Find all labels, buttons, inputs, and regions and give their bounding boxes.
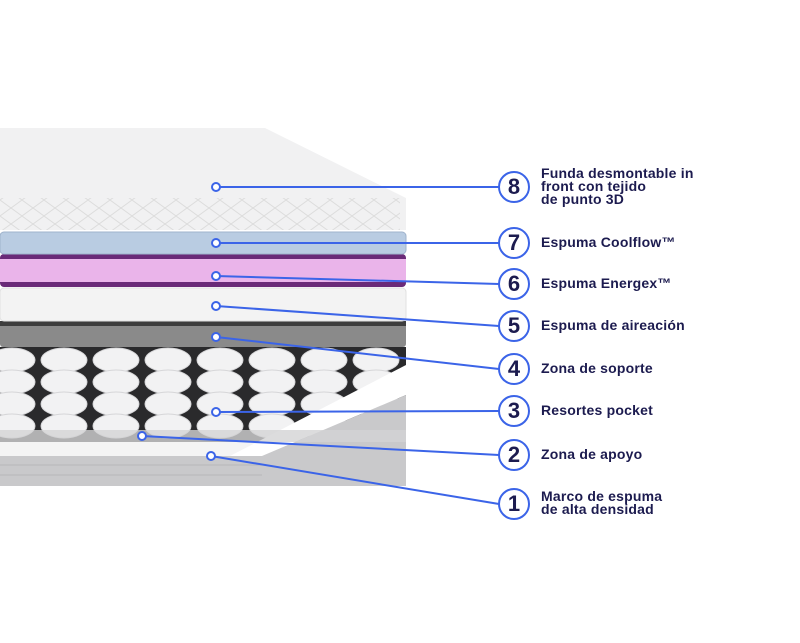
- leader-line: [210, 455, 500, 505]
- leader-line: [215, 336, 500, 370]
- layer-marker-dot: [211, 332, 221, 342]
- layer-marker-dot: [211, 301, 221, 311]
- spring-coil: [92, 347, 140, 373]
- spring-coil: [92, 369, 140, 395]
- layer-label: Espuma Coolflow™: [541, 233, 676, 250]
- layer-label: Espuma de aireación: [541, 316, 685, 333]
- layer-marker-dot: [211, 407, 221, 417]
- spring-coil: [248, 347, 296, 373]
- support-layer: [0, 321, 406, 347]
- layer-label: Zona de apoyo: [541, 445, 643, 462]
- layer-number-badge: 6: [498, 268, 530, 300]
- layer-label: Espuma Energex™: [541, 274, 672, 291]
- layer-label: Zona de soporte: [541, 359, 653, 376]
- spring-coil: [92, 391, 140, 417]
- layer-marker-dot: [137, 431, 147, 441]
- layer-label: Marco de espuma de alta densidad: [541, 488, 663, 517]
- leader-line: [215, 275, 500, 285]
- leader-line: [141, 435, 500, 456]
- layer-marker-dot: [211, 182, 221, 192]
- spring-coil: [196, 369, 244, 395]
- layer-number-badge: 8: [498, 171, 530, 203]
- layer-label: Resortes pocket: [541, 401, 653, 418]
- layer-marker-dot: [211, 238, 221, 248]
- layer-marker-dot: [206, 451, 216, 461]
- layer-number-badge: 5: [498, 310, 530, 342]
- spring-coil: [144, 369, 192, 395]
- layer-label: Funda desmontable in front con tejido de…: [541, 164, 694, 207]
- spring-coil: [196, 347, 244, 373]
- layer-number-badge: 2: [498, 439, 530, 471]
- layer-number-badge: 3: [498, 395, 530, 427]
- spring-coil: [352, 347, 400, 373]
- spring-coil: [144, 391, 192, 417]
- spring-coil: [40, 391, 88, 417]
- spring-coil: [40, 369, 88, 395]
- spring-coil: [248, 369, 296, 395]
- layer-number-badge: 7: [498, 227, 530, 259]
- layer-number-badge: 4: [498, 353, 530, 385]
- spring-coil: [40, 347, 88, 373]
- spring-coil: [144, 347, 192, 373]
- leader-line: [215, 305, 500, 327]
- spring-coil: [300, 369, 348, 395]
- layer-marker-dot: [211, 271, 221, 281]
- layer-number-badge: 1: [498, 488, 530, 520]
- leader-line: [215, 410, 500, 413]
